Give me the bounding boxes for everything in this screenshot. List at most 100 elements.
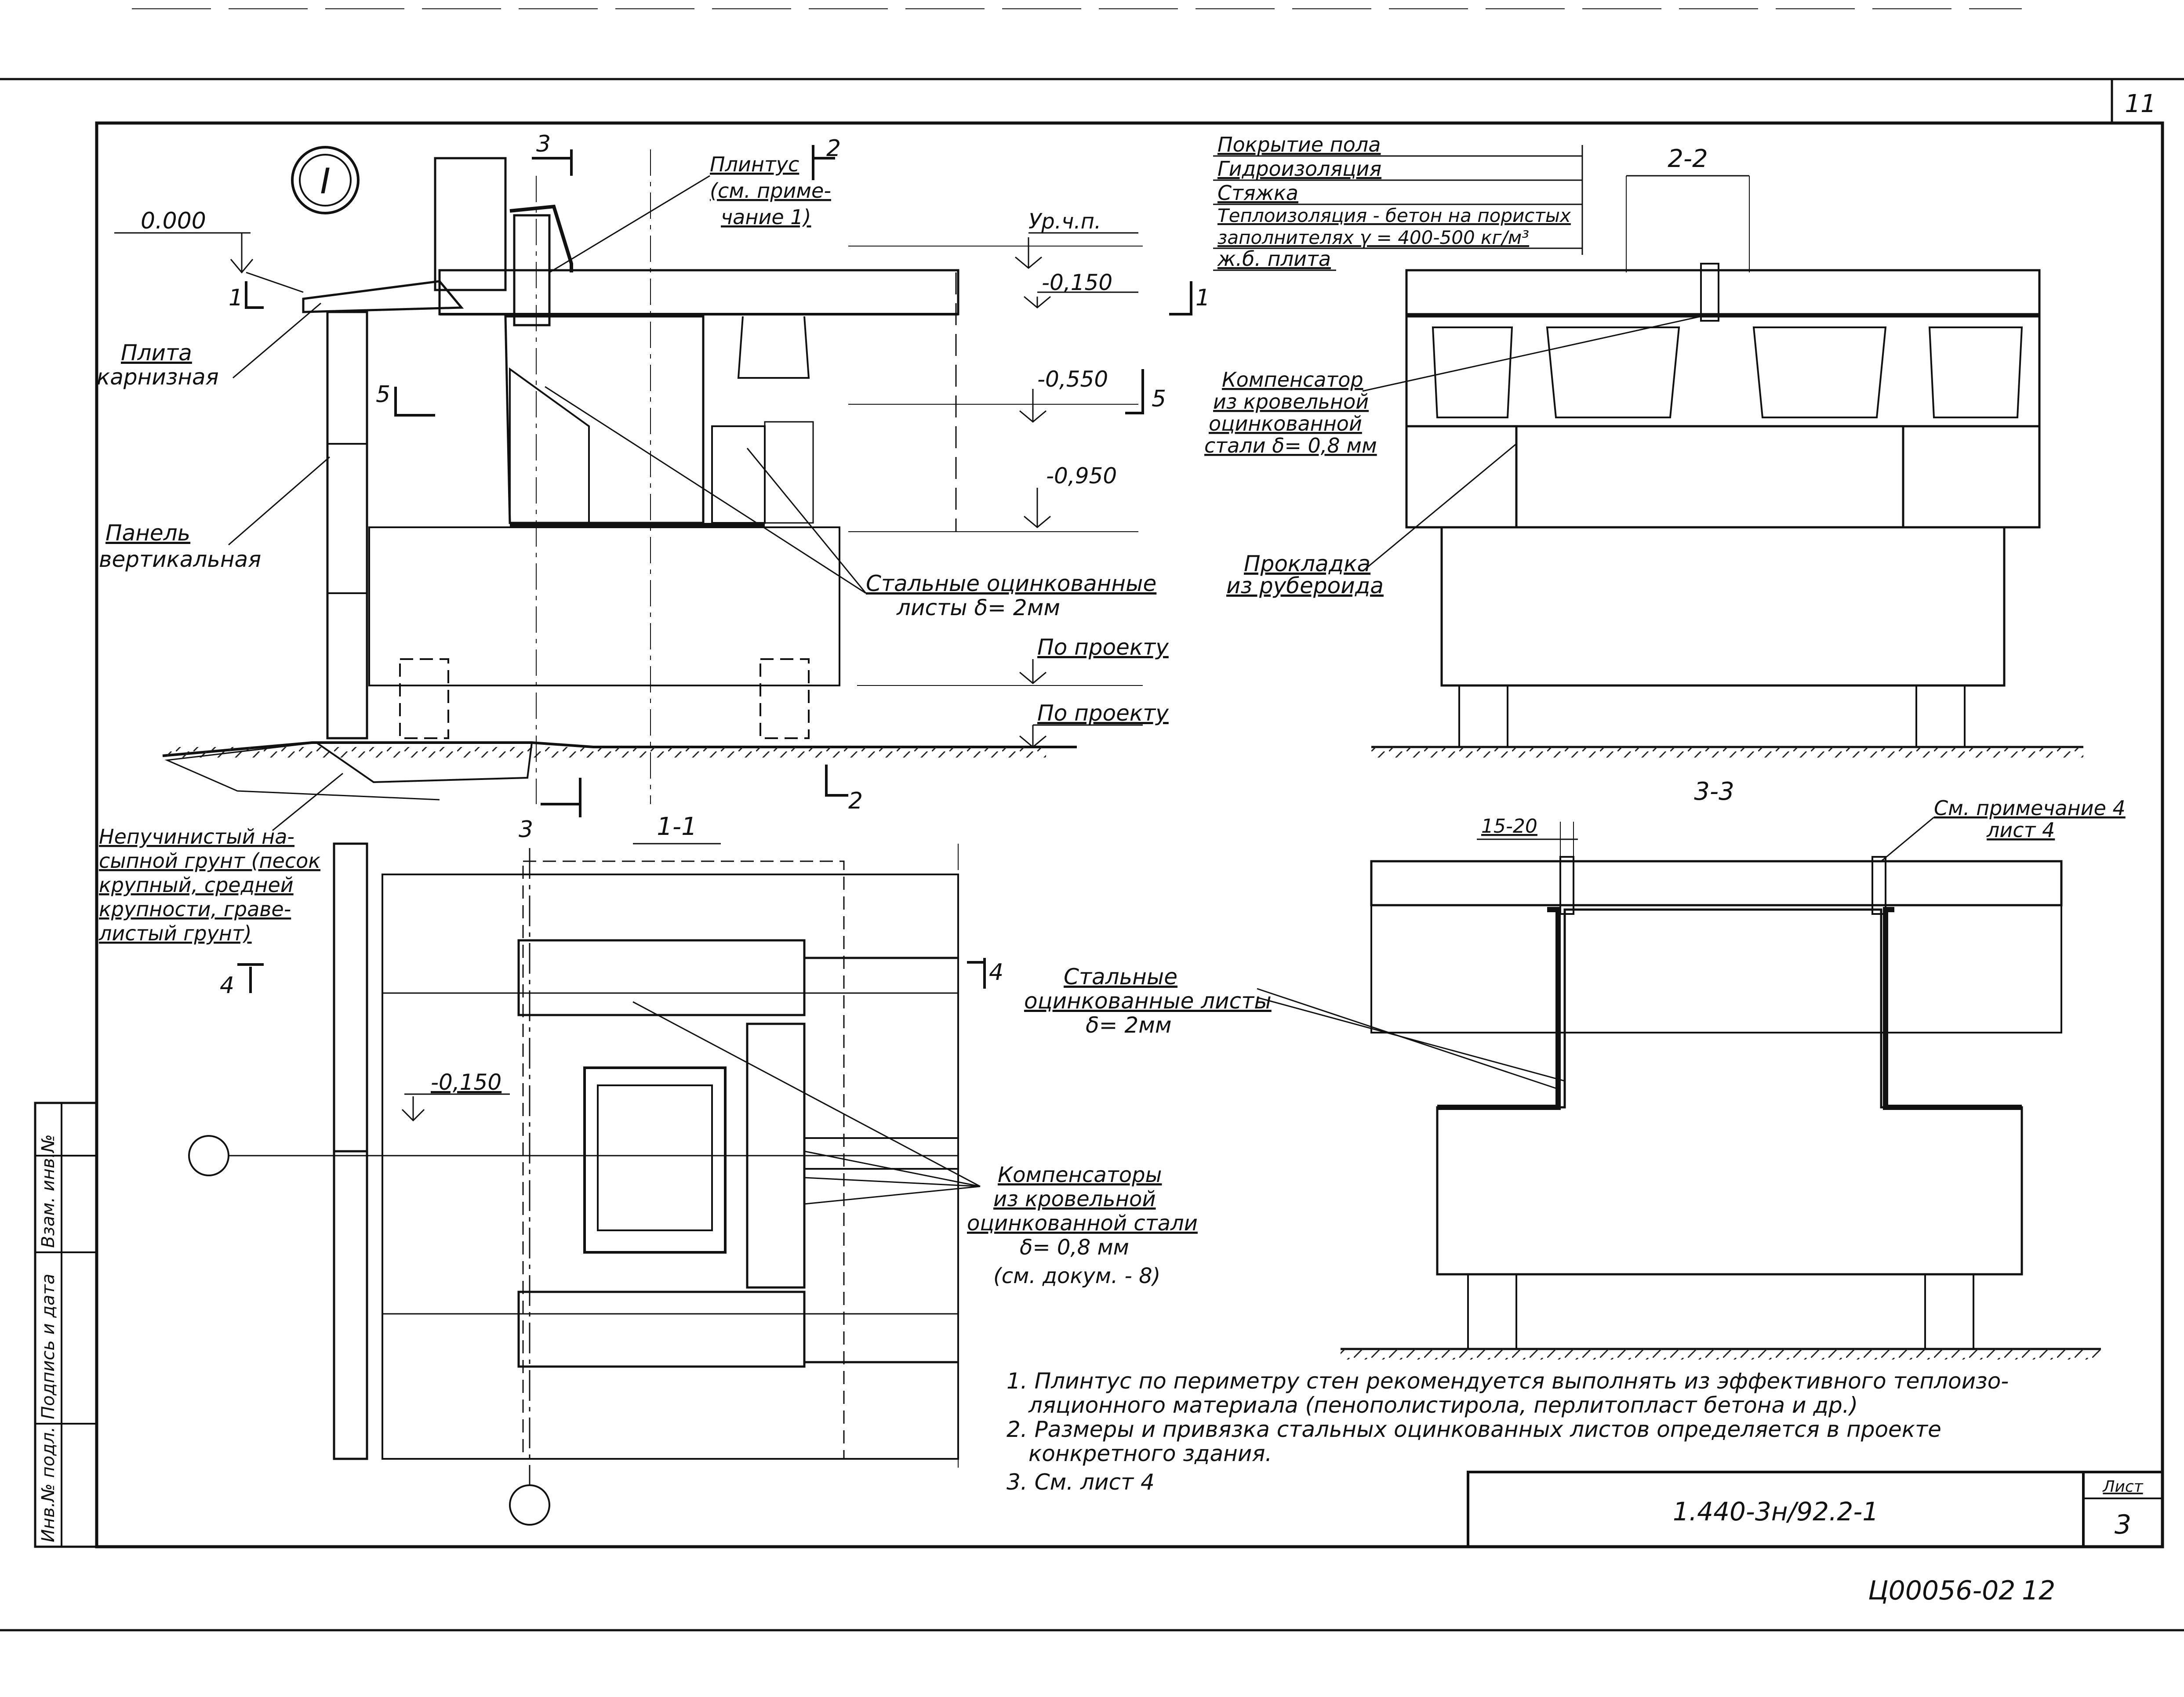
svg-text:из рубероида: из рубероида bbox=[1226, 573, 1384, 598]
elev-zero: 0.000 bbox=[141, 208, 206, 234]
archive-code: Ц00056-02 bbox=[1868, 1575, 2015, 1606]
plan-compensators-label: Компенсаторы из кровельной оцинкованной … bbox=[804, 1150, 1198, 1288]
layer-insulation: Теплоизоляция - бетон на пористых bbox=[1217, 205, 1571, 226]
svg-text:оцинкованной: оцинкованной bbox=[1209, 412, 1362, 435]
elev-project-1: По проекту bbox=[1037, 635, 1169, 660]
cut-3-top: 3 bbox=[536, 131, 551, 157]
plan-elev-0150: -0,150 bbox=[431, 1070, 501, 1095]
title-block: 1.440-3н/92.2-1 Лист 3 bbox=[1467, 1471, 2164, 1548]
svg-text:карнизная: карнизная bbox=[97, 364, 219, 390]
axis-marker-left bbox=[188, 1135, 229, 1176]
see-note-label: См. примечание 4 лист 4 bbox=[1881, 796, 2126, 862]
svg-text:вертикальная: вертикальная bbox=[99, 547, 261, 572]
svg-text:оцинкованной стали: оцинкованной стали bbox=[967, 1211, 1198, 1236]
stamp-inv: Инв.№ подл. bbox=[38, 1427, 58, 1542]
archive-page: 12 bbox=[2022, 1575, 2055, 1606]
cut-4-left: 4 bbox=[220, 972, 234, 999]
section-2-2-title: 2-2 bbox=[1668, 145, 1708, 173]
svg-text:(см. докум. - 8): (см. докум. - 8) bbox=[993, 1264, 1160, 1288]
layer-slab: ж.б. плита bbox=[1217, 247, 1331, 271]
cut-marks: 1 1 2 2 3 3 4 4 5 5 bbox=[220, 131, 1210, 999]
svg-text:лист 4: лист 4 bbox=[1986, 818, 2055, 842]
svg-text:стали δ= 0,8 мм: стали δ= 0,8 мм bbox=[1204, 434, 1377, 457]
sheet-label: Лист bbox=[2102, 1478, 2143, 1496]
svg-text:чание 1): чание 1) bbox=[721, 205, 811, 229]
wall-panel-label: Панель вертикальная bbox=[99, 456, 330, 572]
doc-code: 1.440-3н/92.2-1 bbox=[1673, 1497, 1879, 1527]
cut-4-right: 4 bbox=[989, 959, 1003, 986]
compensator bbox=[1700, 263, 1719, 322]
foundation-block bbox=[1440, 526, 2006, 687]
elev-0550: -0,550 bbox=[1037, 366, 1108, 392]
svg-text:Непучинистый на-: Непучинистый на- bbox=[99, 825, 294, 848]
svg-text:крупный, средней: крупный, средней bbox=[99, 873, 294, 897]
detail-I: I 0.000 bbox=[97, 131, 1210, 999]
svg-text:крупности, граве-: крупности, граве- bbox=[99, 897, 291, 921]
svg-text:δ= 0,8 мм: δ= 0,8 мм bbox=[1020, 1235, 1129, 1260]
cut-5-left: 5 bbox=[376, 381, 390, 408]
plinth-label: Плинтус (см. приме- чание 1) bbox=[549, 152, 831, 273]
page-number: 11 bbox=[2125, 90, 2156, 118]
floor-slab bbox=[438, 269, 959, 315]
svg-text:См. примечание 4: См. примечание 4 bbox=[1934, 796, 2126, 820]
steel-sheets-label: Стальные оцинкованные листы δ= 2мм bbox=[545, 386, 1156, 620]
elev-project-2: По проекту bbox=[1037, 700, 1169, 726]
elev-floor-level: Ур.ч.п. bbox=[1028, 209, 1101, 234]
cut-2-bottom: 2 bbox=[848, 788, 863, 814]
svg-text:Компенсатор: Компенсатор bbox=[1222, 368, 1363, 392]
foundation-3-3 bbox=[1436, 908, 2023, 1276]
svg-text:Компенсаторы: Компенсаторы bbox=[998, 1163, 1162, 1187]
cut-5-right: 5 bbox=[1152, 386, 1166, 412]
layer-cover: Покрытие пола bbox=[1217, 133, 1381, 156]
compensator-label: Компенсатор из кровельной оцинкованной с… bbox=[1204, 315, 1701, 457]
dim-15-20: 15-20 bbox=[1481, 815, 1537, 838]
wall-panel bbox=[326, 311, 368, 740]
svg-text:(см. приме-: (см. приме- bbox=[710, 179, 831, 203]
section-1-1-title: 1-1 bbox=[657, 812, 697, 841]
section-3-3-title: 3-3 bbox=[1694, 777, 1734, 806]
cornice-slab-label: Плита карнизная bbox=[97, 302, 321, 390]
sheet-frame bbox=[0, 8, 2184, 1632]
svg-text:δ= 2мм: δ= 2мм bbox=[1086, 1012, 1172, 1038]
svg-text:листы δ= 2мм: листы δ= 2мм bbox=[896, 595, 1060, 620]
elev-0150: -0,150 bbox=[1042, 270, 1112, 295]
stamp-replace: Взам. инв.№ bbox=[38, 1134, 58, 1248]
note-1b: ляционного материала (пенополистирола, п… bbox=[1028, 1392, 1858, 1418]
note-2b: конкретного здания. bbox=[1028, 1441, 1272, 1466]
axis-marker-bottom bbox=[509, 1484, 550, 1526]
svg-text:листый грунт): листый грунт) bbox=[98, 921, 252, 945]
layer-insulation-density: заполнителях γ = 400-500 кг/м³ bbox=[1217, 227, 1529, 248]
cut-1-right: 1 bbox=[1196, 285, 1210, 311]
archive-stamp: Ц00056-02 12 bbox=[1868, 1575, 2055, 1606]
svg-text:Стальные оцинкованные: Стальные оцинкованные bbox=[866, 571, 1156, 596]
sheet-number: 3 bbox=[2115, 1509, 2131, 1540]
svg-text:Прокладка: Прокладка bbox=[1244, 551, 1370, 577]
note-1a: 1. Плинтус по периметру стен рекомендует… bbox=[1007, 1368, 2009, 1394]
elevation-scale: Ур.ч.п. -0,150 -0,550 -0,950 По проекту … bbox=[848, 209, 1169, 748]
notes: 1. Плинтус по периметру стен рекомендует… bbox=[1007, 1368, 2009, 1495]
svg-text:Плинтус: Плинтус bbox=[710, 152, 799, 176]
layer-screed: Стяжка bbox=[1217, 181, 1298, 205]
plan-steel-sheets-label: Стальные оцинкованные листы δ= 2мм bbox=[1024, 964, 1565, 1091]
plan-column bbox=[583, 1066, 727, 1254]
svg-text:сыпной грунт (песок: сыпной грунт (песок bbox=[99, 849, 320, 873]
note-3: 3. См. лист 4 bbox=[1007, 1469, 1155, 1495]
svg-text:оцинкованные листы: оцинкованные листы bbox=[1024, 988, 1272, 1014]
hollow-core-slab bbox=[1405, 315, 2041, 428]
note-2a: 2. Размеры и привязка стальных оцинкован… bbox=[1007, 1417, 1941, 1442]
section-3-3: 3-3 15-20 См. примечание 4 лист 4 bbox=[1341, 777, 2126, 1360]
side-stamp: Инв.№ подл. Подпись и дата Взам. инв.№ bbox=[34, 1102, 98, 1548]
svg-text:Панель: Панель bbox=[105, 520, 190, 546]
node-marker-outer bbox=[291, 146, 360, 214]
layer-waterproof: Гидроизоляция bbox=[1217, 157, 1381, 181]
cut-1-left: 1 bbox=[229, 285, 243, 311]
gasket-label: Прокладка из рубероида bbox=[1226, 443, 1517, 598]
node-marker: I bbox=[320, 161, 331, 202]
svg-text:Плита: Плита bbox=[121, 340, 192, 366]
floor-layers-legend: Покрытие пола Гидроизоляция Стяжка Тепло… bbox=[1213, 133, 1583, 271]
svg-text:из кровельной: из кровельной bbox=[1213, 390, 1369, 413]
cut-3-bottom: 3 bbox=[519, 816, 533, 843]
svg-text:из кровельной: из кровельной bbox=[993, 1187, 1156, 1211]
stamp-sign: Подпись и дата bbox=[38, 1274, 58, 1419]
